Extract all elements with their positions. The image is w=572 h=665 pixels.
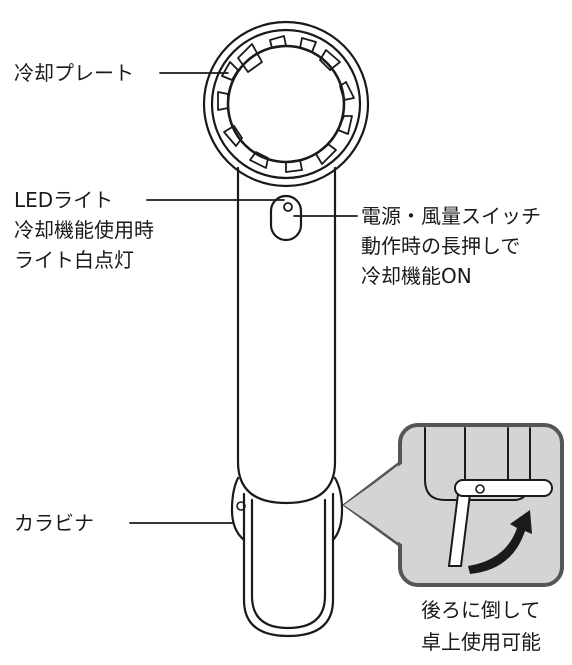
label-carabiner: カラビナ <box>14 511 94 535</box>
fan-head-outer-ring <box>202 20 370 188</box>
label-stand-line-2: 卓上使用可能 <box>421 630 541 654</box>
carabiner <box>242 492 335 638</box>
label-switch-line-1: 電源・風量スイッチ <box>361 204 541 228</box>
carabiner-clip-right <box>331 476 344 542</box>
label-switch-line-2: 動作時の長押しで <box>361 234 521 258</box>
led-light <box>283 202 293 212</box>
carabiner-pin <box>236 501 246 511</box>
label-switch-line-3: 冷却機能ON <box>361 264 472 288</box>
label-led-line-1: LEDライト <box>14 188 114 212</box>
label-stand-line-1: 後ろに倒して <box>421 598 541 622</box>
label-cooling-plate: 冷却プレート <box>14 61 134 85</box>
fan-grille <box>217 35 355 173</box>
stand-bar <box>454 479 553 497</box>
fan-head-inner-ring <box>210 28 362 180</box>
power-switch <box>269 194 303 242</box>
stand-inset <box>342 423 564 587</box>
curved-arrow-icon <box>468 510 532 574</box>
label-led-line-2: 冷却機能使用時 <box>14 218 154 242</box>
label-led-line-3: ライト白点灯 <box>14 248 134 272</box>
fan-handle <box>236 166 337 505</box>
carabiner-clip-left <box>230 476 246 542</box>
carabiner-inner <box>250 498 327 630</box>
